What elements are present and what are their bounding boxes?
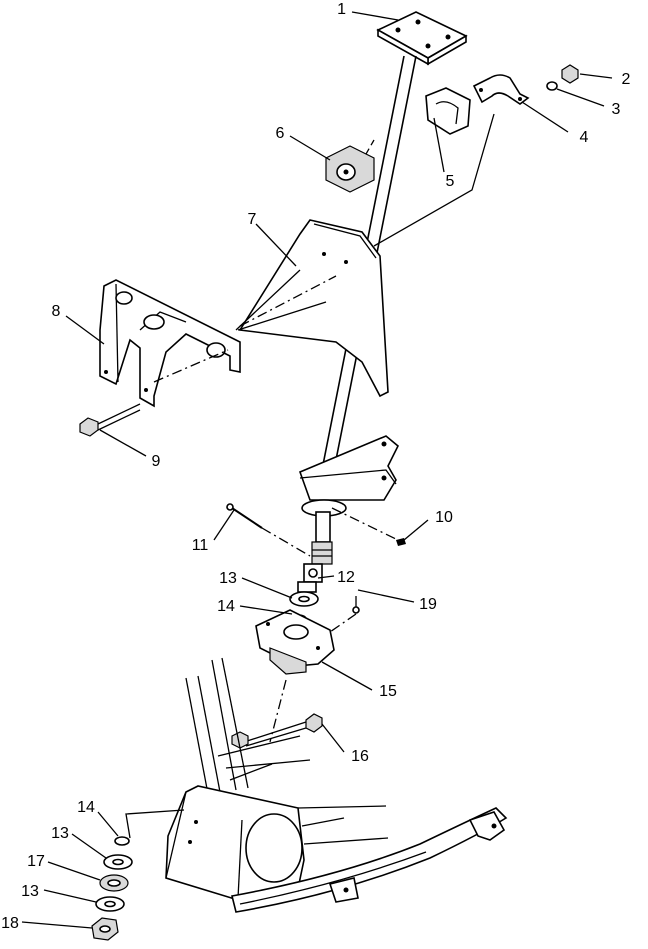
callout-labels: 1 2 3 4 5 6 7 8 9 10 11 12 13 14 15 16 1… [1, 1, 630, 932]
callout-11: 11 [192, 537, 209, 554]
callout-17: 17 [27, 853, 45, 870]
callout-18: 18 [1, 915, 19, 932]
callout-2: 2 [622, 71, 631, 88]
part-nut [561, 64, 579, 84]
part-washer-13-lower-a [103, 854, 133, 870]
part-castle-nut-18 [91, 917, 119, 941]
part-steering-arm [298, 435, 399, 501]
part-steering-cover [99, 279, 241, 408]
part-bearing-block [255, 609, 335, 675]
part-screw-19 [352, 596, 360, 614]
part-gusset-plate [238, 219, 389, 398]
callout-5: 5 [446, 173, 455, 190]
part-cotter-pin-11 [226, 503, 263, 529]
alignment-lines [125, 113, 495, 839]
part-universal-joint [297, 563, 323, 593]
callout-12: 12 [337, 569, 355, 586]
callout-6: 6 [276, 125, 285, 142]
part-frame-rail [231, 807, 508, 913]
part-lower-shaft [301, 499, 347, 565]
part-frame-tubes [185, 657, 311, 795]
part-bearing-17 [99, 874, 129, 892]
part-bolt-9 [79, 403, 141, 437]
callout-15: 15 [379, 683, 397, 700]
callout-4: 4 [580, 129, 589, 146]
callout-7: 7 [248, 211, 257, 228]
part-washer-13-lower-b [95, 896, 125, 912]
callout-1: 1 [337, 1, 346, 18]
part-washer-13-upper [289, 591, 319, 607]
part-frame-housing [165, 785, 389, 901]
callout-19: 19 [419, 596, 437, 613]
callout-13-lower-b: 13 [21, 883, 39, 900]
callout-9: 9 [152, 453, 161, 470]
part-clamp [472, 74, 530, 105]
callout-14-upper: 14 [217, 598, 235, 615]
part-mounting-plate [376, 11, 468, 66]
part-pin-10 [396, 538, 406, 546]
part-oring-14-lower [114, 836, 130, 846]
callout-16: 16 [351, 748, 369, 765]
callout-13-lower-a: 13 [51, 825, 69, 842]
part-washer [546, 81, 558, 91]
part-bushing-half [425, 87, 471, 135]
callout-3: 3 [612, 101, 621, 118]
part-bolt-16 [231, 713, 323, 749]
callout-leaders [21, 11, 613, 929]
part-rubber-block [325, 145, 375, 193]
callout-14-lower: 14 [77, 799, 95, 816]
callout-13-upper: 13 [219, 570, 237, 587]
callout-10: 10 [435, 509, 453, 526]
callout-8: 8 [52, 303, 61, 320]
